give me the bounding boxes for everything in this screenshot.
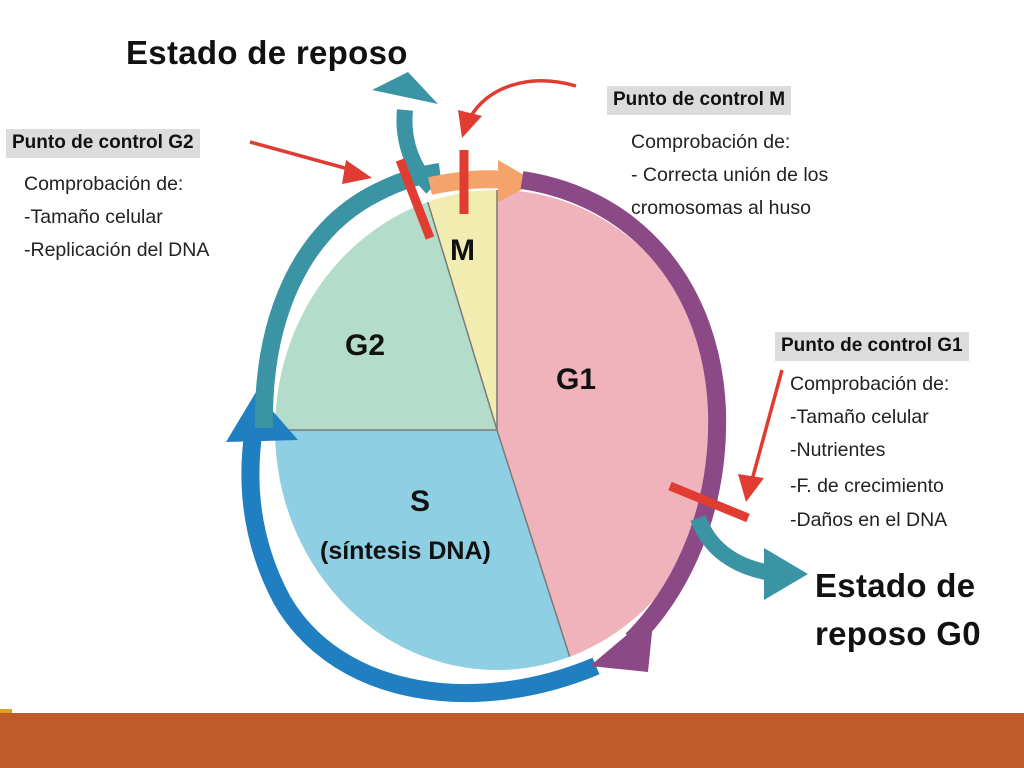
phase-label-g1: G1 — [556, 363, 597, 396]
arrow-exit-top — [396, 109, 438, 194]
pointer-arrow-g1 — [738, 369, 784, 502]
phase-label-s-sub: (síntesis DNA) — [320, 537, 491, 565]
checkpoint-g1-line-5: -Daños en el DNA — [790, 509, 948, 531]
phase-label-m: M — [450, 234, 475, 267]
checkpoint-m-line-3: cromosomas al huso — [631, 197, 811, 219]
ring-arrowhead-g1 — [590, 612, 654, 672]
checkpoint-m-line-2: - Correcta unión de los — [631, 164, 829, 186]
checkpoint-g1-heading: Punto de control G1 — [775, 332, 969, 361]
phase-label-g2: G2 — [345, 329, 386, 362]
title-g0-line1: Estado de — [815, 567, 976, 604]
title-g0-line2: reposo G0 — [815, 615, 981, 652]
checkpoint-g1-line-3: -Nutrientes — [790, 439, 886, 461]
checkpoint-m-heading: Punto de control M — [607, 86, 792, 115]
pointer-arrow-m — [458, 79, 577, 138]
footer-bar — [0, 709, 1024, 768]
ring-arrow-s — [241, 426, 600, 703]
checkpoint-m-line-1: Comprobación de: — [631, 131, 791, 153]
checkpoint-bar-g2 — [395, 158, 435, 240]
checkpoint-g2-line-2: -Tamaño celular — [24, 206, 163, 228]
footer-accent — [0, 709, 12, 713]
sector-g2 — [275, 190, 497, 430]
phase-label-s: S — [410, 485, 431, 518]
title-resting-state: Estado de reposo — [126, 34, 408, 71]
checkpoint-g2-line-1: Comprobación de: — [24, 173, 184, 195]
checkpoint-g1-line-2: -Tamaño celular — [790, 406, 929, 428]
checkpoint-g1-line-1: Comprobación de: — [790, 373, 950, 395]
checkpoint-g2-line-3: -Replicación del DNA — [24, 239, 210, 261]
checkpoint-g2-heading: Punto de control G2 — [6, 129, 200, 158]
ring-arc-g1 — [520, 171, 727, 647]
pointer-arrow-g2 — [249, 140, 372, 184]
checkpoint-bar-g1 — [668, 481, 750, 523]
arrowhead-exit-top — [372, 72, 438, 104]
arrow-m-phase — [428, 170, 509, 195]
arrowhead-m-phase — [498, 160, 536, 202]
arrowhead-exit-g0 — [764, 548, 808, 600]
checkpoint-g1-line-4: -F. de crecimiento — [790, 475, 944, 497]
